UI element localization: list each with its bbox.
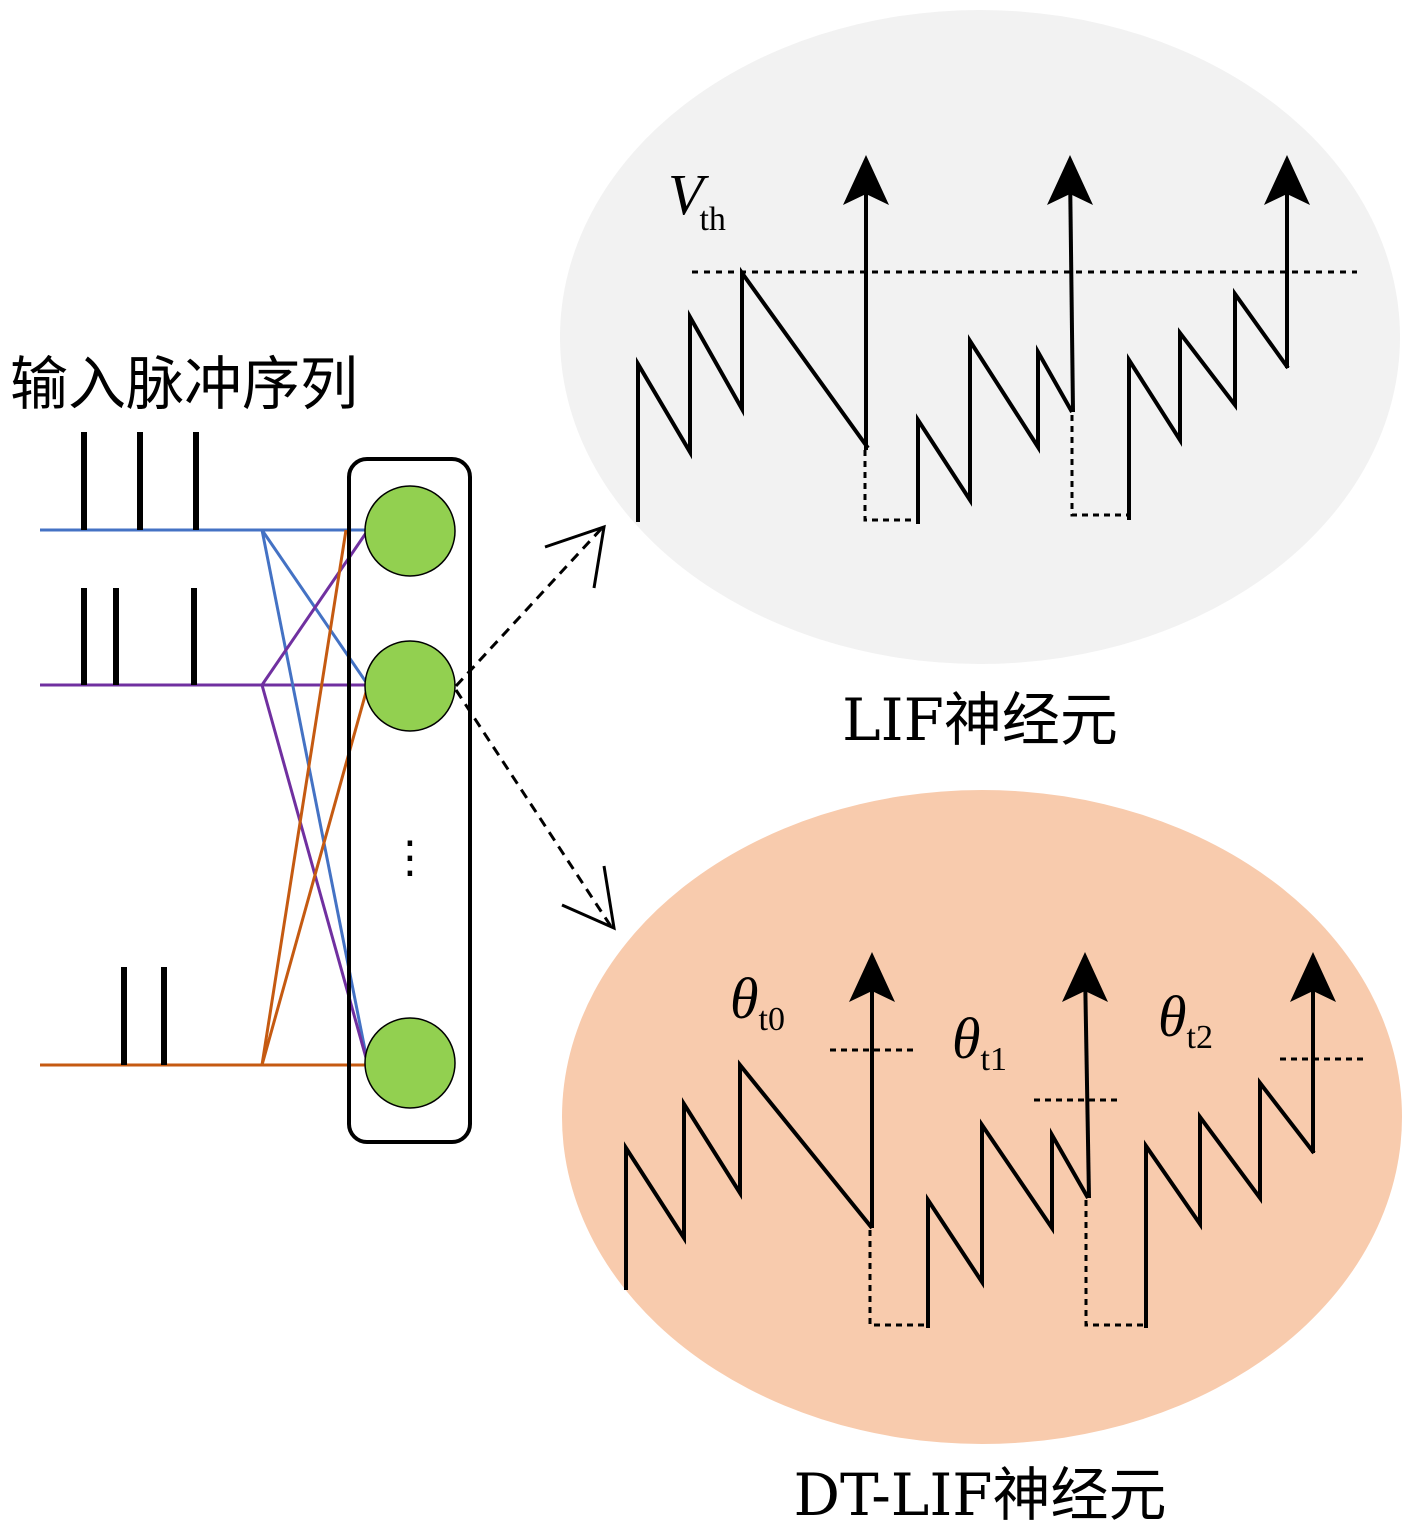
pointer-arrows (454, 524, 616, 931)
lif-neuron-bubble (560, 10, 1400, 664)
connection-blue-bottom (260, 529, 370, 1066)
lif-potential-curve-3 (1127, 287, 1290, 520)
neuron-layer-box (347, 457, 472, 1144)
vth-label: Vth (668, 162, 726, 238)
lif-reset-2 (1070, 415, 1128, 517)
lif-membrane-trace (636, 155, 1357, 524)
input-spike-trains (40, 432, 368, 1067)
neuron-2 (364, 640, 456, 732)
dtlif-spike-arrow-2 (1083, 969, 1091, 1199)
lif-reset-1 (863, 450, 918, 522)
theta-t0-label: θt0 (730, 966, 785, 1038)
input-spike-train-label: 输入脉冲序列 (10, 350, 358, 418)
arrow-up-icon (1264, 155, 1310, 205)
lif-neuron-label: LIF神经元 (842, 686, 1118, 754)
arrow-up-icon (843, 155, 889, 205)
dtlif-reset-2 (1084, 1200, 1146, 1327)
dtlif-reset-1 (868, 1230, 928, 1327)
arrow-up-icon (1290, 952, 1336, 1002)
ellipsis: ⋮ (388, 832, 432, 883)
dtlif-neuron-bubble (562, 790, 1402, 1444)
dtlif-neuron-label: DT-LIF神经元 (794, 1461, 1167, 1529)
arrow-up-icon (1062, 952, 1108, 1002)
arrow-up-icon (849, 952, 895, 1002)
dtlif-potential-curve-2 (926, 1118, 1090, 1328)
arrow-to-lif-head (544, 524, 606, 589)
lif-spike-arrow-2 (1068, 169, 1075, 413)
dtlif-potential-curve-3 (1144, 1077, 1316, 1328)
arrow-up-icon (1047, 155, 1093, 205)
neuron-1 (364, 485, 456, 577)
theta-t2-label: θt2 (1158, 984, 1213, 1056)
dtlif-membrane-trace (624, 952, 1363, 1328)
dtlif-potential-curve (624, 1059, 874, 1290)
lif-potential-curve-2 (916, 334, 1074, 524)
synaptic-connections (260, 529, 370, 1066)
arrow-to-dtlif-head (561, 865, 616, 931)
connection-orange-top (260, 529, 348, 1066)
theta-t1-label: θt1 (952, 1006, 1007, 1078)
arrow-to-lif (454, 526, 604, 688)
neuron-n (364, 1017, 456, 1109)
arrow-to-dtlif (454, 689, 614, 929)
